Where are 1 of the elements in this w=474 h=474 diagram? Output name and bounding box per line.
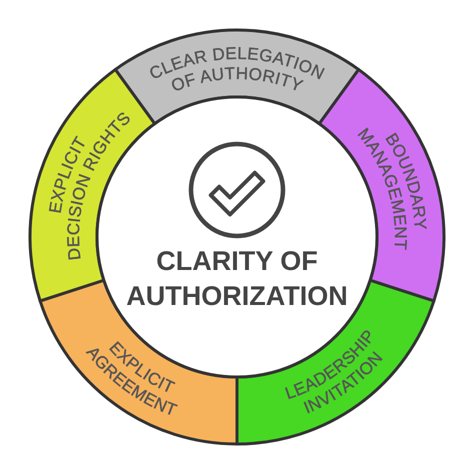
center-title: CLARITY OF AUTHORIZATION: [126, 246, 348, 311]
